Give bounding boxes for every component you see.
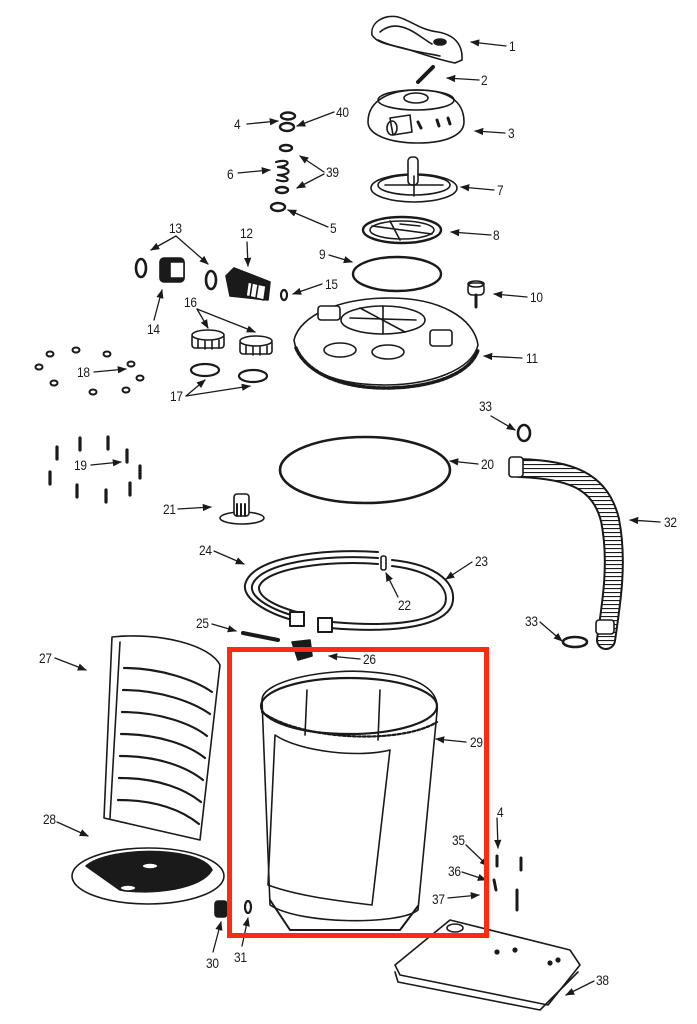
part-33-clamp-top [516, 423, 532, 443]
part-label-9: 9 [319, 246, 326, 262]
part-15-oring [279, 288, 289, 302]
part-label-37: 37 [432, 891, 445, 907]
part-18-nuts [34, 346, 145, 396]
part-39-oring-top [278, 143, 294, 153]
part-22-pin [380, 555, 387, 571]
leader-lines [54, 39, 661, 996]
part-label-20: 20 [481, 456, 494, 472]
part-label-33a: 33 [479, 398, 492, 414]
part-label-4a: 4 [234, 116, 241, 132]
part-8-gasket-plate [361, 215, 443, 245]
part-10-gauge [467, 280, 485, 309]
part-label-8: 8 [493, 227, 500, 243]
part-40-washer [278, 121, 296, 133]
part-4-washer [279, 111, 297, 121]
part-17-gasket-left [189, 362, 221, 378]
part-label-6: 6 [227, 166, 234, 182]
part-39-oring-bottom [274, 185, 290, 195]
highlight-box-part-29 [227, 647, 489, 938]
part-label-10: 10 [530, 289, 543, 305]
part-label-22: 22 [398, 597, 411, 613]
part-19-screws [48, 435, 142, 504]
part-label-14: 14 [147, 321, 160, 337]
part-label-27: 27 [39, 650, 52, 666]
part-label-12: 12 [240, 225, 253, 241]
part-21-air-release [219, 493, 265, 525]
part-label-15: 15 [325, 276, 338, 292]
part-label-4b: 4 [497, 804, 504, 820]
part-17-gasket-right [237, 368, 269, 384]
part-7-diverter [370, 156, 458, 203]
part-6-spring [274, 159, 290, 183]
part-label-2: 2 [481, 72, 488, 88]
part-label-23: 23 [475, 553, 488, 569]
part-24-clamp-ring-left [243, 550, 379, 627]
part-label-3: 3 [508, 125, 515, 141]
part-1-handle [371, 15, 463, 64]
part-27-filter-grid [103, 635, 221, 841]
part-20-oring [278, 435, 452, 505]
part-28-base-plate [71, 847, 225, 905]
part-label-29: 29 [470, 734, 483, 750]
part-label-32: 32 [664, 514, 677, 530]
part-label-35: 35 [452, 832, 465, 848]
part-32-hose [508, 456, 624, 650]
part-label-16: 16 [184, 294, 197, 310]
part-3-valve-cover [367, 89, 465, 144]
part-29-tank [259, 670, 439, 931]
part-label-31: 31 [234, 949, 247, 965]
part-label-28: 28 [43, 811, 56, 827]
part-31-oring [243, 899, 253, 915]
part-25-bolt [241, 631, 280, 642]
part-label-7: 7 [497, 182, 504, 198]
part-35-37-hardware [492, 854, 523, 912]
part-label-38: 38 [596, 972, 609, 988]
part-2-pin [416, 65, 435, 84]
part-label-26: 26 [363, 651, 376, 667]
part-label-33b: 33 [525, 613, 538, 629]
part-label-25: 25 [196, 615, 209, 631]
part-label-36: 36 [448, 863, 461, 879]
part-13-washer-right [204, 269, 218, 291]
part-label-5: 5 [330, 220, 337, 236]
part-38-stand [394, 919, 581, 1011]
part-30-drain-plug [214, 900, 228, 918]
part-23-clamp-ring-right [317, 559, 455, 633]
part-label-11: 11 [526, 350, 538, 366]
part-label-19: 19 [74, 457, 87, 473]
part-label-13: 13 [169, 220, 182, 236]
part-13-washer-left [134, 257, 148, 279]
part-12-strainer [225, 267, 271, 301]
part-label-40: 40 [336, 104, 349, 120]
part-33-clamp-bottom [561, 635, 589, 649]
part-label-24: 24 [199, 542, 212, 558]
part-label-30: 30 [206, 955, 219, 971]
part-label-21: 21 [163, 501, 176, 517]
part-label-17: 17 [170, 388, 183, 404]
part-11-tank-lid [293, 297, 480, 390]
part-label-1: 1 [509, 38, 516, 54]
part-5-seal [269, 201, 287, 213]
part-16-cap-left [191, 329, 225, 350]
part-label-39: 39 [326, 164, 339, 180]
part-14-union [159, 257, 185, 283]
part-label-18: 18 [77, 364, 90, 380]
part-16-cap-right [239, 335, 273, 356]
part-9-oring [351, 255, 443, 293]
